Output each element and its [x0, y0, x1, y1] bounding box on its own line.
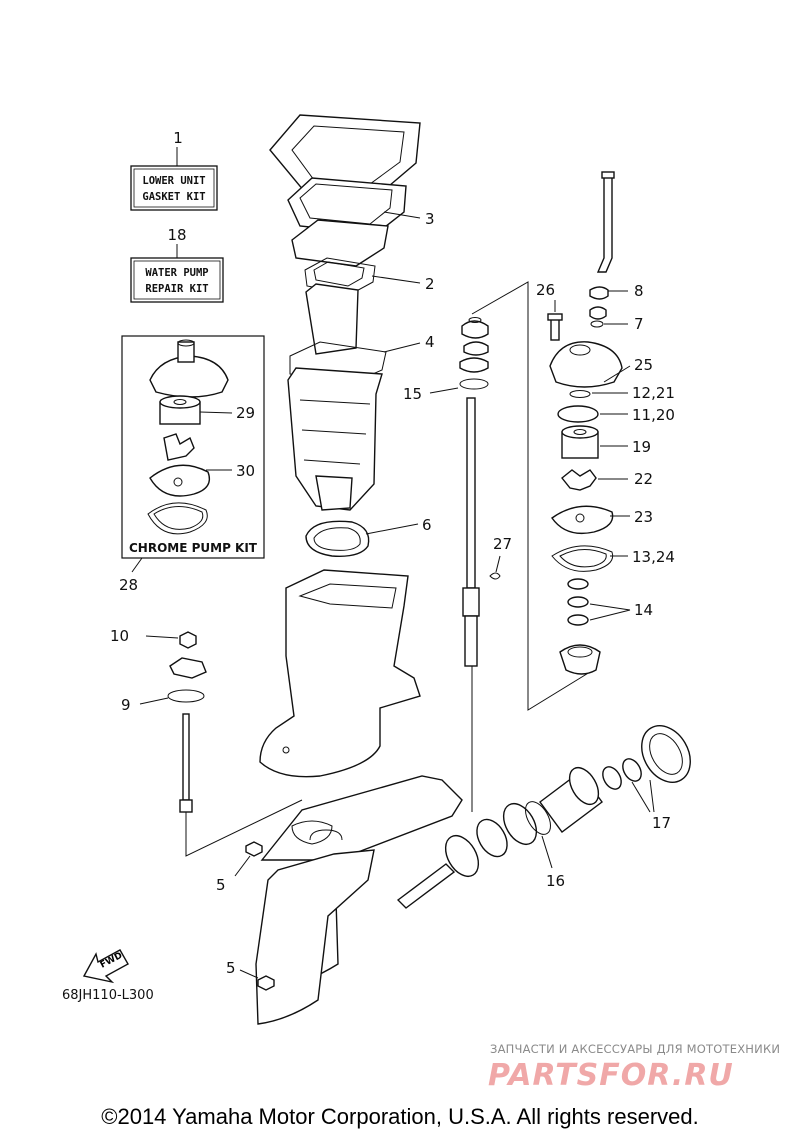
callout-6: 6	[422, 516, 432, 534]
bolts: 5 5	[216, 841, 275, 991]
callout-7: 7	[634, 315, 644, 333]
callout-2: 2	[425, 275, 435, 293]
watermark-tagline: ЗАПЧАСТИ И АКСЕССУАРЫ ДЛЯ МОТОТЕХНИКИ	[490, 1042, 781, 1056]
callout-19: 19	[632, 438, 651, 456]
kit-18-line2: REPAIR KIT	[145, 283, 208, 295]
water-pump-repair-kit: 18 WATER PUMP REPAIR KIT	[130, 226, 224, 303]
callout-11-20: 11,20	[632, 406, 675, 424]
callout-26: 26	[536, 281, 555, 299]
callout-30: 30	[236, 462, 255, 480]
callout-29: 29	[236, 404, 255, 422]
callout-14: 14	[634, 601, 653, 619]
kit-1-line1: LOWER UNIT	[142, 175, 205, 187]
callout-5a: 5	[216, 876, 226, 894]
callout-17: 17	[652, 814, 671, 832]
callout-16: 16	[546, 872, 565, 890]
callout-9: 9	[121, 696, 131, 714]
callout-28: 28	[119, 576, 138, 594]
fwd-arrow: FWD	[82, 949, 129, 984]
callout-3: 3	[425, 210, 435, 228]
callout-4: 4	[425, 333, 435, 351]
prop-shaft-housing: 16 17	[396, 725, 691, 909]
callout-1: 1	[173, 129, 183, 147]
kit-28-label: CHROME PUMP KIT	[129, 541, 258, 555]
shift-rod: 10 9	[110, 627, 303, 857]
diagram-code: 68JH110-L300	[62, 988, 154, 1003]
exhaust-assembly: 3 2 4 6	[269, 114, 435, 557]
chrome-pump-kit: 29 30 CHROME PUMP KIT	[121, 335, 265, 559]
callout-22: 22	[634, 470, 653, 488]
upper-casing	[259, 569, 421, 778]
callout-27: 27	[493, 535, 512, 553]
copyright-notice: ©2014 Yamaha Motor Corporation, U.S.A. A…	[101, 1104, 699, 1129]
drive-shaft: 15 27	[403, 281, 591, 812]
callout-13-24: 13,24	[632, 548, 675, 566]
water-pump-parts: 8 7 26 25 12,21 11,20 19 22	[536, 171, 675, 675]
kit-18-line1: WATER PUMP	[145, 267, 208, 279]
callout-15: 15	[403, 385, 422, 403]
watermark-logo[interactable]: PARTSFOR.RU	[488, 1058, 734, 1093]
callout-23: 23	[634, 508, 653, 526]
callout-18: 18	[167, 226, 186, 244]
callout-25: 25	[634, 356, 653, 374]
callout-12-21: 12,21	[632, 384, 675, 402]
lower-unit-gasket-kit: 1 LOWER UNIT GASKET KIT	[130, 129, 218, 211]
callout-10: 10	[110, 627, 129, 645]
callout-8: 8	[634, 282, 644, 300]
callout-5b: 5	[226, 959, 236, 977]
kit-1-line2: GASKET KIT	[142, 191, 205, 203]
lower-casing	[255, 775, 463, 1025]
